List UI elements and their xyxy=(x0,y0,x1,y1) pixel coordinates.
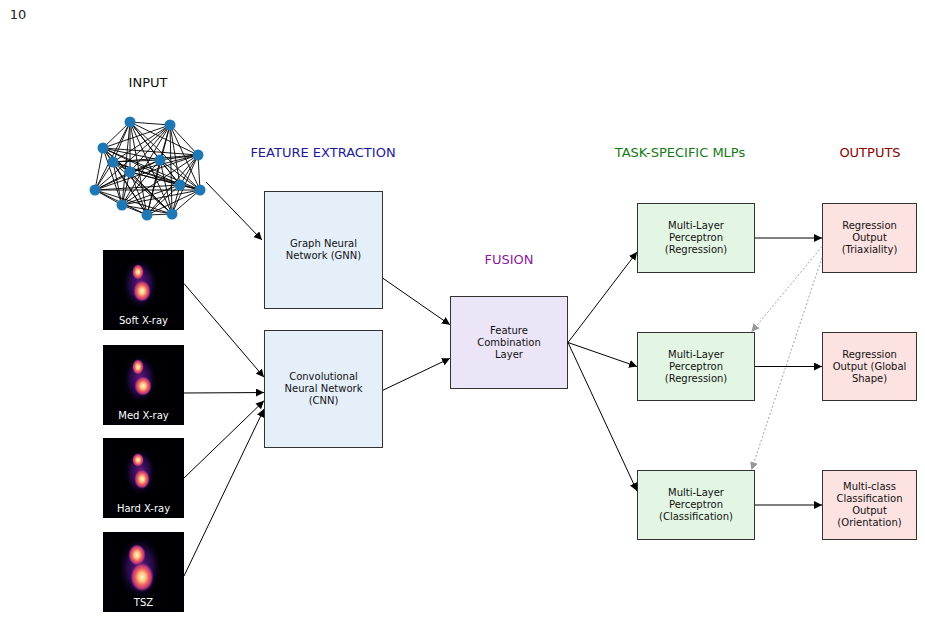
flow-arrow xyxy=(383,278,450,325)
graph-edge xyxy=(122,185,180,205)
output-box: Multi-class Classification Output (Orien… xyxy=(822,470,917,540)
flow-arrow xyxy=(755,505,822,506)
graph-edge xyxy=(103,148,147,215)
graph-edge xyxy=(113,160,160,162)
output-box: Regression Output (Triaxiality) xyxy=(822,203,917,273)
soft-xray-image xyxy=(103,250,184,330)
node-text: Feature Combination Layer xyxy=(471,325,547,361)
graph-edge xyxy=(95,190,172,214)
node-text: Multi-Layer Perceptron (Classification) xyxy=(657,487,735,523)
image-panel: TSZ xyxy=(103,532,184,612)
graph-input-arrow xyxy=(206,182,262,240)
section-heading: OUTPUTS xyxy=(839,145,900,160)
output-box: Regression Output (Global Shape) xyxy=(822,332,917,401)
section-heading: FUSION xyxy=(484,252,533,267)
flow-arrow xyxy=(184,392,264,393)
node-text: Multi-class Classification Output (Orien… xyxy=(831,481,909,529)
graph-edge xyxy=(113,162,200,190)
mlp-box: Multi-Layer Perceptron (Regression) xyxy=(637,332,755,401)
flow-arrow xyxy=(184,409,264,576)
flow-arrow xyxy=(383,358,450,390)
image-panel: Med X-ray xyxy=(103,345,184,425)
feedback-arrow xyxy=(751,246,822,332)
graph-vertex xyxy=(167,209,178,220)
image-panel: Hard X-ray xyxy=(103,438,184,518)
image-label: Med X-ray xyxy=(118,410,168,425)
graph-edge xyxy=(122,125,170,205)
image-panel: Soft X-ray xyxy=(103,250,184,330)
flow-arrow xyxy=(755,366,822,367)
flow-arrow xyxy=(568,343,637,492)
graph-vertex xyxy=(195,185,206,196)
graph-edge xyxy=(122,190,200,205)
graph-illustration xyxy=(90,117,206,221)
flow-arrow xyxy=(755,238,822,239)
graph-edge xyxy=(95,190,200,191)
graph-vertex xyxy=(193,150,204,161)
graph-edge xyxy=(95,172,130,190)
graph-vertex xyxy=(142,210,153,221)
graph-edge xyxy=(95,190,147,215)
cnn-box: Convolutional Neural Network (CNN) xyxy=(264,330,383,448)
graph-vertex xyxy=(165,120,176,131)
gnn-box: Graph Neural Network (GNN) xyxy=(264,191,383,309)
graph-vertex xyxy=(98,143,109,154)
graph-vertex xyxy=(175,180,186,191)
node-text: Graph Neural Network (GNN) xyxy=(285,238,363,262)
node-text: Multi-Layer Perceptron (Regression) xyxy=(658,349,734,385)
image-label: Hard X-ray xyxy=(117,503,170,518)
node-text: Regression Output (Triaxiality) xyxy=(830,220,910,256)
med-xray-image xyxy=(103,345,184,425)
graph-vertex xyxy=(125,167,136,178)
graph-edge xyxy=(103,122,130,148)
feedback-arrow xyxy=(751,258,822,470)
node-text: Convolutional Neural Network (CNN) xyxy=(283,371,365,407)
graph-vertex xyxy=(108,157,119,168)
graph-vertex xyxy=(155,155,166,166)
node-text: Regression Output (Global Shape) xyxy=(830,349,910,385)
hard-xray-image xyxy=(103,438,184,518)
graph-edge xyxy=(172,190,200,214)
image-label: TSZ xyxy=(134,597,153,612)
mlp-box: Multi-Layer Perceptron (Regression) xyxy=(637,203,755,273)
node-text: Multi-Layer Perceptron (Regression) xyxy=(658,220,734,256)
fusion-box: Feature Combination Layer xyxy=(450,296,568,389)
flow-arrow xyxy=(568,343,637,367)
flow-arrow xyxy=(184,284,264,378)
section-heading: INPUT xyxy=(129,75,168,90)
mlp-box: Multi-Layer Perceptron (Classification) xyxy=(637,470,755,540)
flow-arrow xyxy=(568,252,637,343)
graph-edge xyxy=(170,125,172,214)
graph-vertex xyxy=(90,185,101,196)
section-heading: FEATURE EXTRACTION xyxy=(250,145,395,160)
graph-edge xyxy=(172,155,198,214)
flow-arrow xyxy=(184,401,264,478)
image-label: Soft X-ray xyxy=(119,315,168,330)
tsz-image xyxy=(103,532,184,612)
graph-vertex xyxy=(125,117,136,128)
page-number: 10 xyxy=(10,7,27,22)
graph-vertex xyxy=(117,200,128,211)
section-heading: TASK-SPECIFIC MLPs xyxy=(615,145,746,160)
